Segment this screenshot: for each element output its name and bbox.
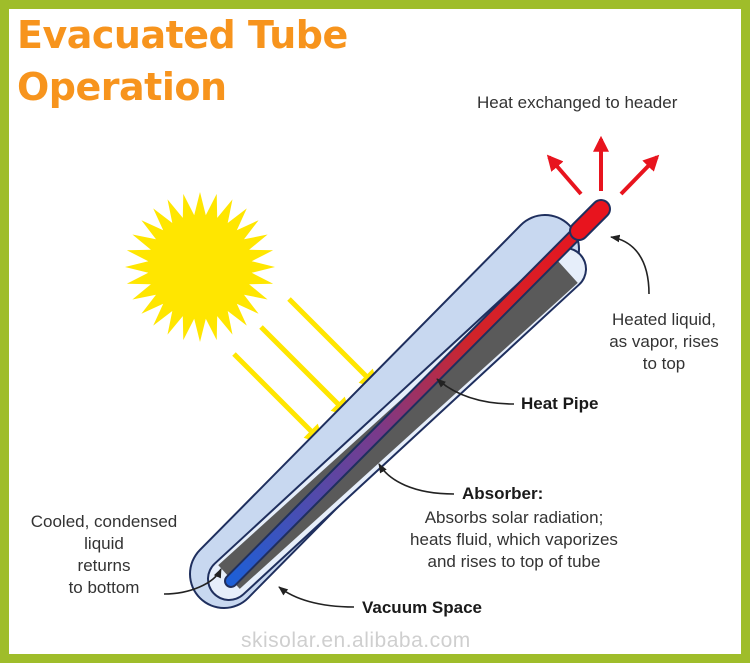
page-title-line-2: Operation [17, 65, 227, 109]
label-cooled-line: returns [77, 556, 131, 575]
label-absorber-line: Absorbs solar radiation; [424, 508, 604, 527]
label-cooled-line: Cooled, condensed [30, 512, 178, 531]
label-vacuum-space: Vacuum Space [362, 598, 483, 617]
label-heated-liquid-line: to top [642, 354, 686, 373]
sun-ray-arrow [287, 297, 380, 390]
label-heat-pipe: Heat Pipe [521, 394, 599, 413]
label-cooled-line: to bottom [68, 578, 140, 597]
leader-vacuum-space [278, 586, 355, 608]
sun-rays [232, 297, 380, 445]
page-title-line-1: Evacuated Tube [17, 13, 348, 57]
heat-arrow-left [546, 154, 583, 196]
label-absorber-title: Absorber: [462, 484, 544, 503]
leader-heat-pipe [436, 378, 515, 405]
label-heat-exchanged: Heat exchanged to header [477, 93, 678, 112]
leader-lines [163, 234, 650, 608]
sun-ray-arrow [232, 352, 325, 445]
label-absorber-desc: Absorbs solar radiation; heats fluid, wh… [384, 507, 644, 573]
condenser-bulb [571, 201, 609, 239]
leader-cooled [163, 568, 222, 595]
label-cooled: Cooled, condensed liquid returns to bott… [19, 511, 189, 599]
label-heated-liquid-line: Heated liquid, [612, 310, 716, 329]
heat-pipe-fluid [226, 210, 600, 586]
watermark: skisolar.en.alibaba.com [241, 629, 471, 652]
sun-ray-arrow [259, 325, 352, 418]
label-heated-liquid: Heated liquid, as vapor, rises to top [594, 309, 734, 375]
label-cooled-line: liquid [84, 534, 124, 553]
label-absorber-line: and rises to top of tube [427, 552, 601, 571]
leader-absorber [378, 463, 455, 495]
evacuated-tube [189, 199, 611, 609]
sun-icon [125, 192, 275, 342]
heat-arrow-right [619, 154, 660, 196]
leader-heated-liquid [610, 234, 650, 295]
heat-exchange-arrows [546, 135, 660, 196]
sun-shape [125, 192, 275, 342]
label-absorber-line: heats fluid, which vaporizes [410, 530, 618, 549]
diagram-frame: Evacuated Tube Operation Heat exchanged … [9, 9, 741, 654]
diagram-graphic [125, 135, 660, 609]
label-heated-liquid-line: as vapor, rises [609, 332, 719, 351]
